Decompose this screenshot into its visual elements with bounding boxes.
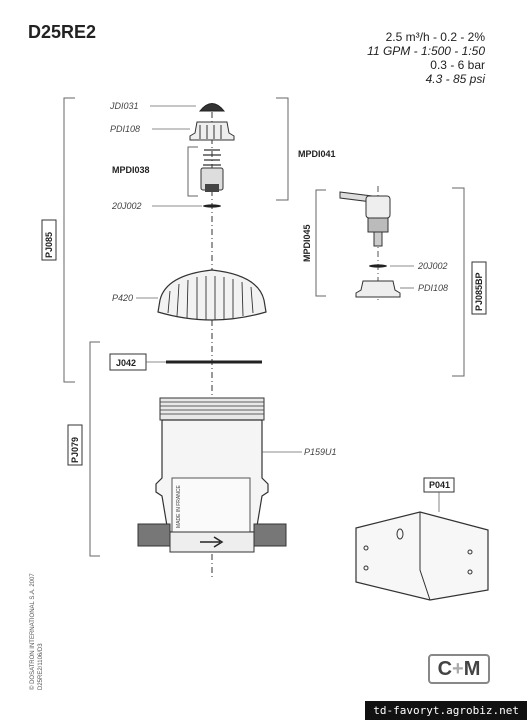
cm-logo: C+M [428,654,490,684]
oring-right [369,264,387,268]
p420-label: P420 [112,293,133,303]
bypass-valve-head [365,195,391,219]
oring-top [203,204,221,208]
pj085bp-label-box [471,261,487,315]
spring-icon [203,149,221,166]
p420-ribs [167,276,254,320]
logo-plus: + [452,658,464,680]
pdi108-right-nut [355,280,401,298]
pdi108-top-label: PDI108 [110,124,140,134]
bracket-mpdi038 [187,146,198,197]
keyhole-slot [396,528,404,540]
spec-flow-metric: 2.5 m³/h - 0.2 - 2% [385,30,485,44]
body-window [171,477,251,533]
mpdi038-label: MPDI038 [112,165,150,175]
flow-arrow-icon [200,536,224,548]
bracket-pj085 [63,97,75,383]
inlet-port [137,523,171,547]
j002-right-label: 20J002 [417,261,448,271]
bracket-mpdi045 [315,189,326,297]
valve-seat [205,184,219,192]
bracket-pj085bp [452,187,465,377]
pj085-label-box [41,219,57,261]
copyright-text: © DOSATRON INTERNATIONAL S.A. 2007 [30,573,36,690]
outlet-port [253,523,287,547]
pdi108-top-nut [189,121,235,141]
page-title: D25RE2 [28,22,97,42]
spec-flow-imperial: 11 GPM - 1:500 - 1:50 [367,44,485,58]
logo-m: M [463,658,481,680]
j002-top-label: 20J002 [111,201,142,211]
p041-label: P041 [429,480,450,490]
pj079-label: PJ079 [70,437,80,463]
p420-bell [157,269,267,321]
document-code: D25RE2/1106/D3 [38,643,44,690]
spec-pressure-bar: 0.3 - 6 bar [430,58,485,72]
j042-label: J042 [116,358,136,368]
spec-pressure-psi: 4.3 - 85 psi [425,72,485,86]
bracket-mpdi041 [276,97,289,201]
made-in-france-label: MADE IN FRANCE [176,485,182,528]
mpdi045-label: MPDI045 [302,224,312,262]
bypass-valve-body [367,217,389,233]
jdi031-label: JDI031 [109,101,139,111]
logo-c: C [437,658,453,680]
pdi108-right-label: PDI108 [418,283,448,293]
pj085bp-label: PJ085BP [474,272,484,311]
watermark: td-favoryt.agrobiz.net [365,701,527,720]
mpdi041-label: MPDI041 [298,149,336,159]
bypass-stem [373,231,383,247]
body-thread [159,397,265,421]
p159u1-label: P159U1 [304,447,337,457]
pj079-label-box [67,424,83,466]
bracket-pj079 [89,341,100,557]
p041-bracket [355,511,489,601]
jdi031-cap [198,103,226,112]
pj085-label: PJ085 [44,232,54,258]
